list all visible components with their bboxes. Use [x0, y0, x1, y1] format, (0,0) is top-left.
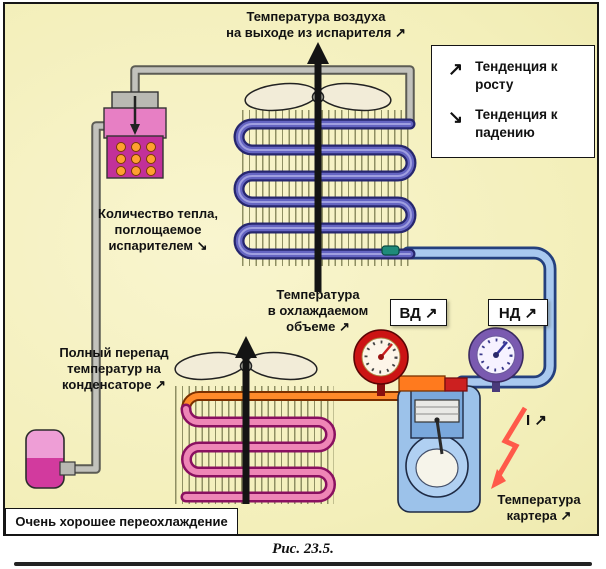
trend-legend: ↗ Тенденция к росту ↘ Тенденция к падени…: [431, 45, 595, 158]
sensor-bulb: [381, 245, 400, 256]
trend-up-icon: ↗: [448, 59, 464, 79]
heat-absorbed-label: Количество тепла, поглощаемое испарителе…: [98, 206, 218, 253]
crankcase-temp-label: Температура картера ↗: [497, 492, 581, 523]
evaporator-air-arrow: [307, 42, 329, 292]
condenser-coil: [180, 403, 336, 503]
cooled-volume-label: Температура в охлаждаемом объеме ↗: [267, 287, 369, 334]
trend-up-label: Тенденция к росту: [475, 59, 558, 92]
page-edge-bar: [14, 562, 592, 566]
receiver-fitting: [59, 461, 76, 476]
hp-gauge: [353, 329, 409, 396]
trend-down-label: Тенденция к падению: [475, 107, 558, 140]
figure-caption: Рис. 23.5.: [272, 541, 334, 557]
lp-gauge: [468, 327, 524, 392]
liquid-line-pipe: [57, 121, 111, 474]
legend-row-up: ↗ Тенденция к росту: [448, 58, 588, 93]
connecting-rod: [435, 419, 444, 455]
condenser-fan-icon: [174, 351, 318, 381]
subcooling-label: Очень хорошее переохлаждение: [5, 508, 238, 535]
lightning-icon: [491, 406, 528, 489]
discharge-pipe: [181, 391, 409, 414]
evaporator-fins: [237, 110, 409, 266]
evaporator-air-temp-label: Температура воздуха на выходе из испарит…: [226, 9, 406, 40]
condenser-drop-label: Полный перепад температур на конденсатор…: [59, 345, 169, 392]
current-label: I ↗: [526, 412, 547, 429]
compressor: [397, 375, 481, 513]
compressor-head: [398, 375, 446, 392]
evaporator-coil: [233, 118, 417, 260]
condenser-air-arrow: [235, 336, 257, 504]
expansion-valve: [103, 91, 167, 179]
suction-pipe: [401, 246, 557, 389]
valve-orifice-bubbles: [116, 142, 156, 176]
valve-feed-pipe: [130, 65, 415, 127]
hp-gauge-label: ВД ↗: [390, 299, 447, 326]
receiver: [25, 429, 76, 489]
lp-gauge-label: НД ↗: [488, 299, 548, 326]
legend-row-down: ↘ Тенденция к падению: [448, 106, 588, 141]
refrigeration-schematic: [25, 42, 557, 513]
trend-down-icon: ↘: [448, 107, 464, 128]
